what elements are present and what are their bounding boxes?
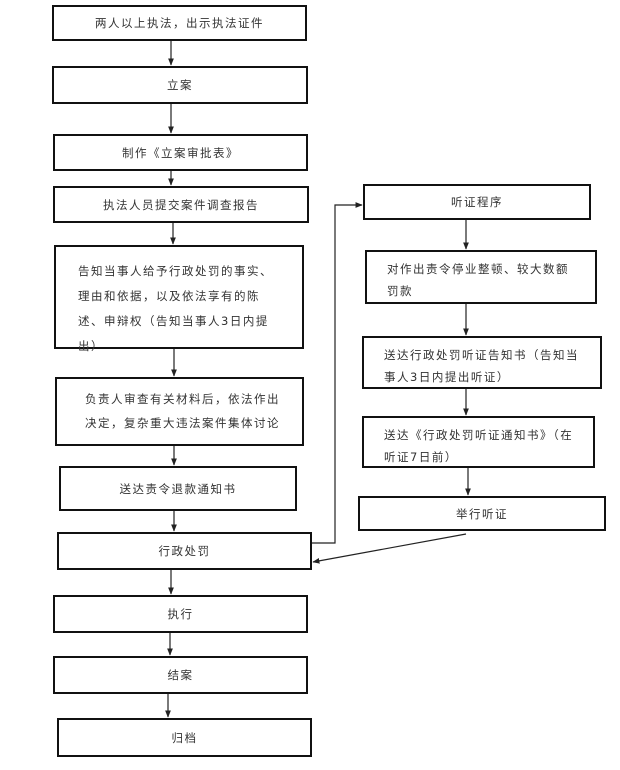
step-text: 告知当事人给予行政处罚的事实、理由和依据，以及依法享有的陈述、申辩权（告知当事人… (78, 264, 273, 353)
step-text: 送达责令退款通知书 (119, 481, 237, 496)
step-case-approval-form: 制作《立案审批表》 (53, 134, 308, 171)
step-two-officers-show-id: 两人以上执法，出示执法证件 (52, 5, 307, 41)
step-notify-party-rights: 告知当事人给予行政处罚的事实、理由和依据，以及依法享有的陈述、申辩权（告知当事人… (54, 245, 304, 353)
step-text: 听证程序 (451, 195, 503, 209)
hearing-applicable-cases: 对作出责令停业整顿、较大数额罚款 (365, 250, 597, 304)
step-text: 归档 (171, 730, 198, 745)
hearing-notice-delivery: 送达行政处罚听证告知书（告知当事人3日内提出听证） (362, 336, 602, 389)
step-text: 举行听证 (456, 506, 508, 521)
step-text: 执法人员提交案件调查报告 (103, 197, 259, 212)
hearing-procedure: 听证程序 (363, 184, 591, 220)
step-close-case: 结案 (53, 656, 308, 694)
step-execute: 执行 (53, 595, 308, 633)
step-text: 制作《立案审批表》 (122, 145, 239, 160)
step-archive: 归档 (57, 718, 312, 757)
arrow-r5-to-b8 (312, 533, 467, 564)
step-text: 立案 (167, 78, 193, 92)
step-text: 结案 (167, 668, 194, 682)
step-file-case: 立案 (52, 66, 308, 104)
step-text: 对作出责令停业整顿、较大数额罚款 (387, 262, 569, 298)
step-supervisor-decision: 负责人审查有关材料后，依法作出决定，复杂重大违法案件集体讨论 (55, 377, 304, 446)
step-text: 行政处罚 (158, 544, 211, 558)
arrow-b8-to-r1 (312, 202, 363, 544)
step-text: 送达《行政处罚听证通知书》（在听证7日前） (384, 428, 574, 464)
hearing-summons-delivery: 送达《行政处罚听证通知书》（在听证7日前） (362, 416, 595, 468)
step-text: 两人以上执法，出示执法证件 (95, 16, 264, 30)
step-administrative-penalty: 行政处罚 (57, 532, 312, 570)
step-text: 执行 (167, 607, 194, 621)
step-investigation-report: 执法人员提交案件调查报告 (53, 186, 309, 223)
step-text: 送达行政处罚听证告知书（告知当事人3日内提出听证） (384, 348, 579, 384)
hold-hearing: 举行听证 (358, 496, 606, 531)
step-text: 负责人审查有关材料后，依法作出决定，复杂重大违法案件集体讨论 (85, 392, 280, 430)
step-refund-order-notice: 送达责令退款通知书 (59, 466, 297, 511)
